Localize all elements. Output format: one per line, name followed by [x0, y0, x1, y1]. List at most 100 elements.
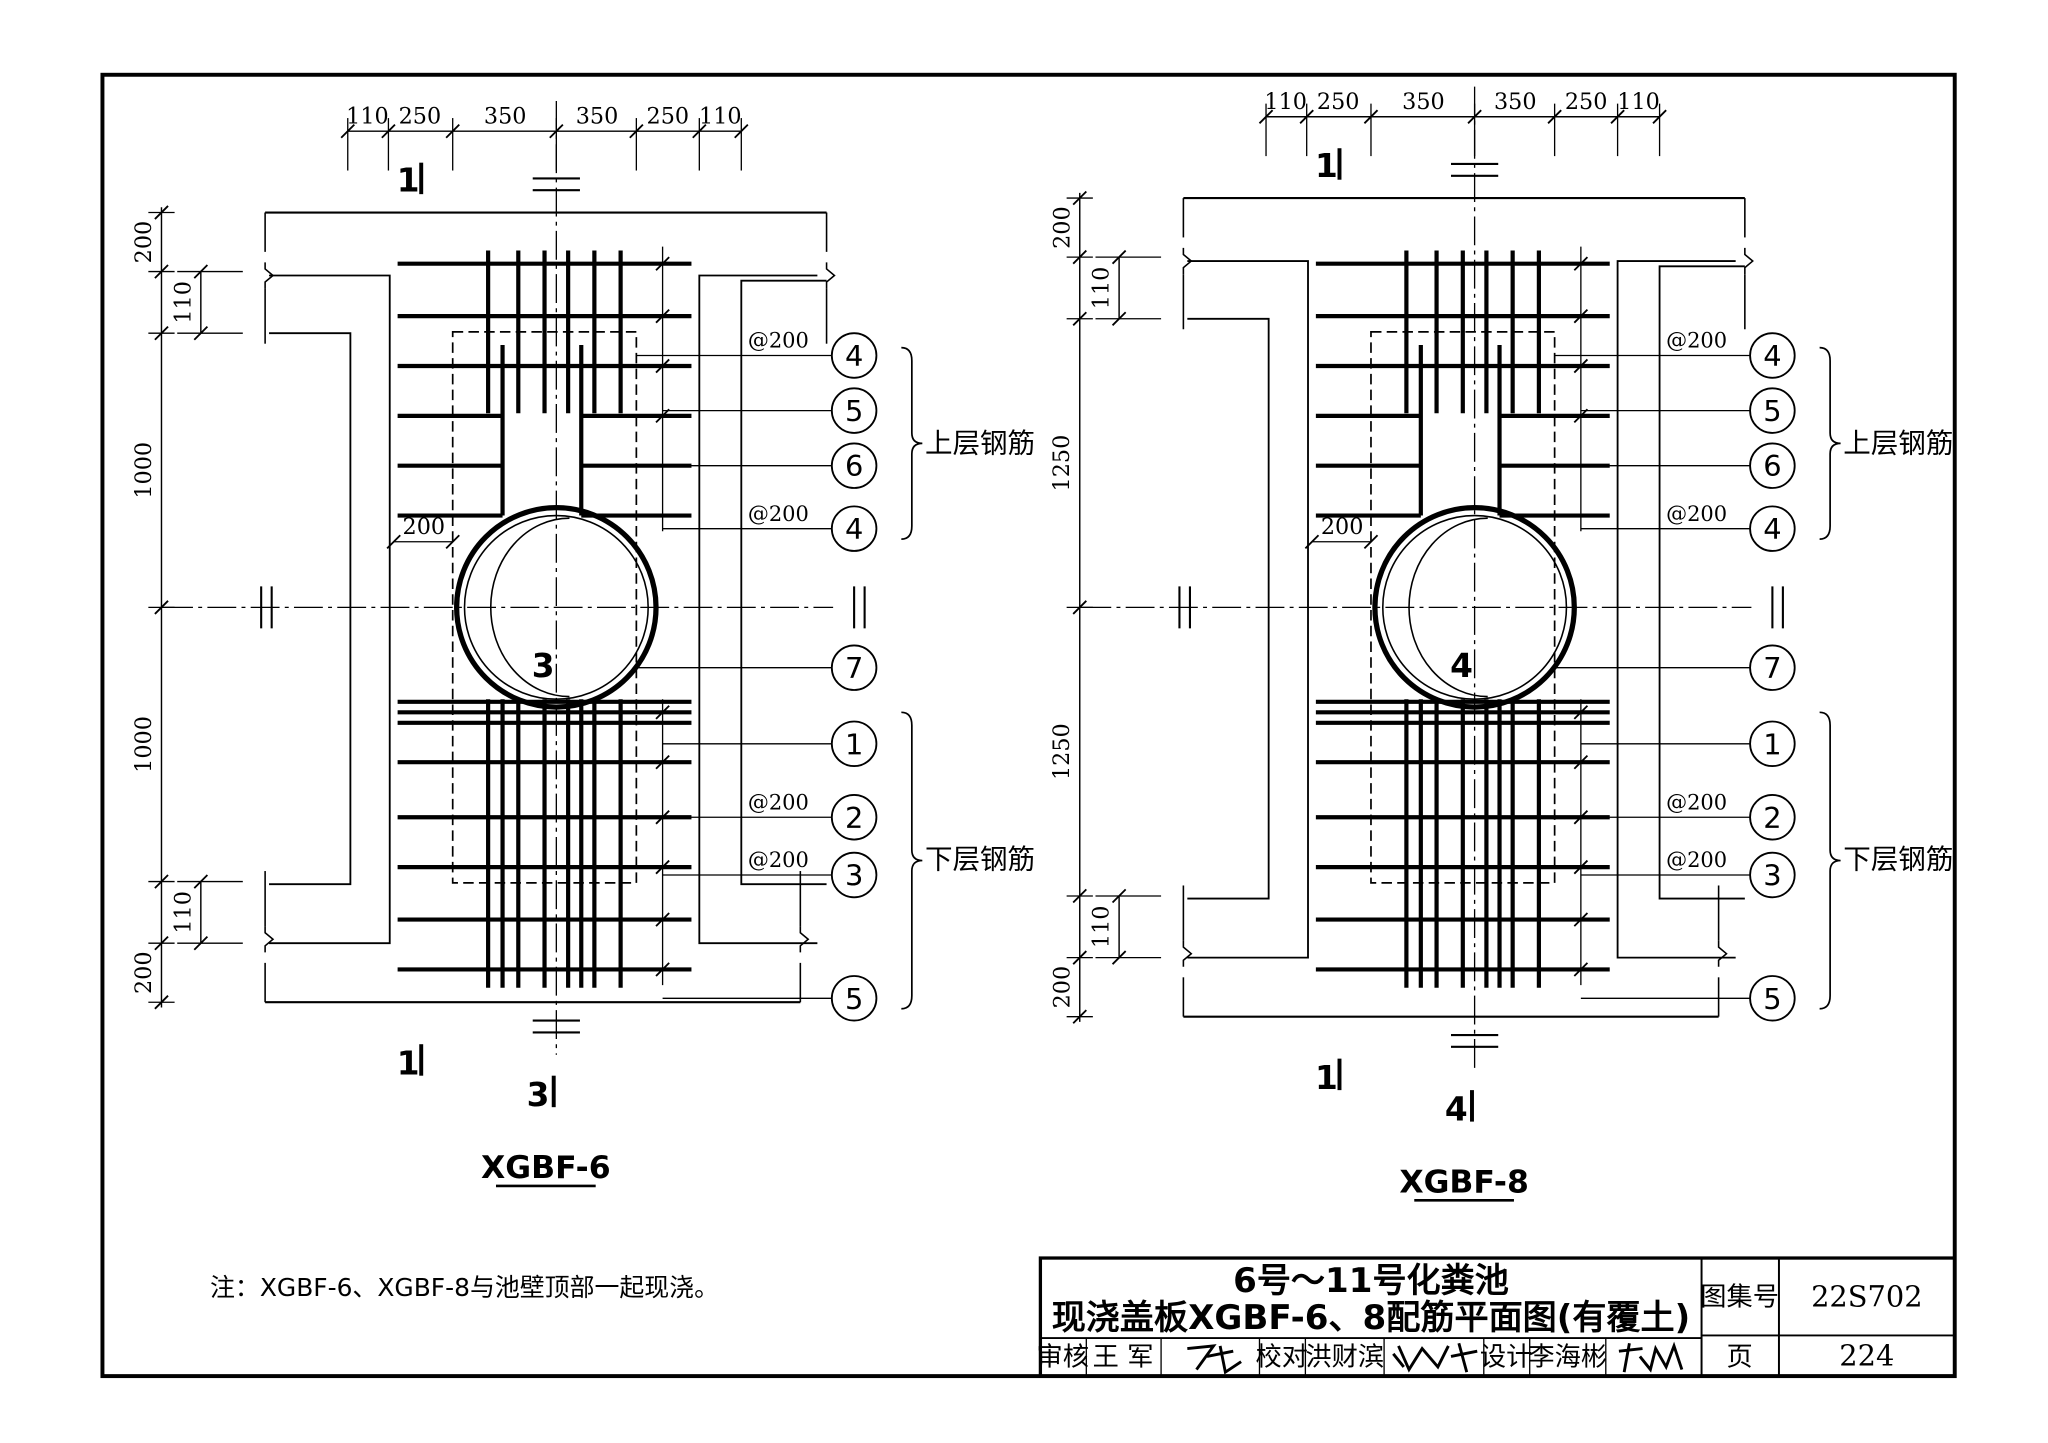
dimension-tick	[549, 123, 564, 139]
section-mark-1-top: 1	[397, 162, 420, 200]
section-mark-circle: 3	[532, 647, 555, 685]
spacing-label: @200	[748, 502, 809, 526]
dimension-tick	[154, 264, 169, 279]
callout-lower-2	[830, 851, 878, 899]
callout-upper-2-number: 6	[1763, 449, 1781, 483]
left-chamber-inner	[269, 332, 352, 886]
section-mark-1-bottom: 1	[1315, 1059, 1338, 1097]
right-chamber-inner	[740, 279, 827, 886]
callout-upper-1	[1749, 387, 1796, 434]
lower-rebar-label: 下层钢筋	[1843, 843, 1953, 875]
top-dimension-label: 350	[576, 103, 619, 129]
left-dimension-label: 200	[131, 951, 157, 994]
left-dimension-label: 200	[1049, 206, 1075, 249]
break-mark-right-top	[825, 262, 836, 289]
left-dimension-label: 110	[1089, 267, 1115, 310]
title-line-2: 现浇盖板XGBF-6、8配筋平面图(有覆土)	[1052, 1298, 1690, 1338]
top-dimension-label: 350	[1494, 89, 1537, 115]
top-dimension-label: 250	[399, 103, 442, 129]
break-mark-right-top	[1744, 247, 1754, 275]
manhole-ring-inner	[463, 514, 649, 700]
top-dimension-label: 110	[699, 103, 742, 129]
callout-lower-1	[830, 794, 878, 841]
callout-lower-0	[1749, 720, 1796, 768]
dimension-tick	[154, 995, 169, 1010]
section-mark-1-top: 1	[1315, 147, 1338, 185]
dimension-tick	[1072, 600, 1087, 615]
view-name: XGBF-6	[481, 1150, 611, 1186]
break-mark-right-bottom	[799, 926, 810, 953]
callout-lower-1-number: 2	[1763, 801, 1781, 835]
spacing-label: @200	[1666, 502, 1727, 526]
opening-dimension-label: 200	[1321, 514, 1364, 540]
left-dimension-label: 1000	[131, 442, 157, 499]
upper-rebar-label: 上层钢筋	[925, 428, 1035, 460]
left-dimension-label: 110	[170, 891, 196, 934]
upper-group-brace	[901, 346, 923, 541]
callout-upper-1-number: 5	[845, 394, 863, 428]
title-line-1: 6号～11号化粪池	[1233, 1261, 1509, 1301]
manhole-arc	[489, 517, 570, 698]
signature-checker	[1392, 1342, 1478, 1373]
dimension-tick	[1072, 249, 1087, 265]
dimension-tick	[1363, 109, 1379, 124]
dimension-tick	[1072, 950, 1087, 965]
break-mark-left-bottom	[264, 926, 275, 953]
callout-upper-0	[1749, 332, 1796, 379]
title-block	[1038, 1256, 1957, 1378]
section-mark-bottom: 4	[1445, 1090, 1468, 1128]
right-chamber-wall	[698, 274, 818, 945]
opening-dimension-label: 200	[403, 514, 446, 540]
left-dimension-label: 1000	[131, 716, 157, 773]
review-label: 审核	[1036, 1343, 1088, 1373]
dimension-tick	[1547, 109, 1562, 124]
left-dimension-label: 1250	[1049, 723, 1075, 780]
callout-ring	[830, 644, 878, 691]
dim-tick	[386, 534, 401, 549]
callout-lower-0-number: 1	[845, 727, 863, 761]
callout-lower-2	[1749, 851, 1796, 899]
design-name: 李海彬	[1528, 1343, 1607, 1373]
section-mark-1-bottom: 1	[397, 1044, 420, 1082]
left-chamber-inner	[1187, 317, 1270, 900]
top-dimension-label: 350	[1402, 89, 1445, 115]
check-label: 校对	[1256, 1343, 1308, 1373]
dimension-tick	[1652, 109, 1667, 124]
section-mark-bottom: 3	[527, 1076, 550, 1114]
note-text: 注：XGBF-6、XGBF-8与池壁顶部一起现浇。	[210, 1273, 719, 1302]
dimension-tick	[1072, 190, 1087, 206]
top-dimension-label: 110	[346, 103, 389, 129]
lower-group-brace	[1819, 711, 1841, 1010]
spacing-label: @200	[1666, 329, 1727, 353]
manhole-ring-outer	[1372, 505, 1577, 710]
callout-ring-number: 7	[845, 651, 863, 685]
top-dimension-label: 350	[484, 103, 527, 129]
lower-rebar-label: 下层钢筋	[925, 843, 1035, 875]
break-mark-left-bottom	[1182, 940, 1193, 967]
callout-lower-0-number: 1	[1763, 727, 1781, 761]
dimension-tick	[1467, 109, 1482, 124]
dimension-tick	[1072, 888, 1087, 904]
dimension-tick	[1072, 311, 1087, 326]
dim-tick	[445, 534, 460, 549]
dimension-tick	[1299, 109, 1314, 124]
callout-upper-0-number: 4	[845, 339, 863, 373]
left-dimension-label: 110	[170, 281, 196, 324]
spacing-label: @200	[1666, 790, 1727, 814]
callout-upper-0-number: 4	[1763, 339, 1781, 373]
dimension-tick	[340, 123, 355, 139]
design-label: 设计	[1480, 1343, 1532, 1373]
left-dimension-label: 200	[131, 221, 157, 264]
callout-ring-number: 7	[1763, 651, 1781, 685]
dimension-tick	[154, 325, 169, 341]
callout-upper-2-number: 6	[845, 449, 863, 483]
upper-rebar-label: 上层钢筋	[1843, 428, 1953, 460]
spacing-label: @200	[748, 329, 809, 353]
dimension-tick	[1258, 109, 1274, 124]
callout-lower-3	[830, 975, 878, 1022]
callout-lower-3-number: 5	[845, 982, 863, 1016]
top-dimension-label: 250	[1317, 89, 1360, 115]
left-dimension-label: 1250	[1049, 435, 1075, 492]
